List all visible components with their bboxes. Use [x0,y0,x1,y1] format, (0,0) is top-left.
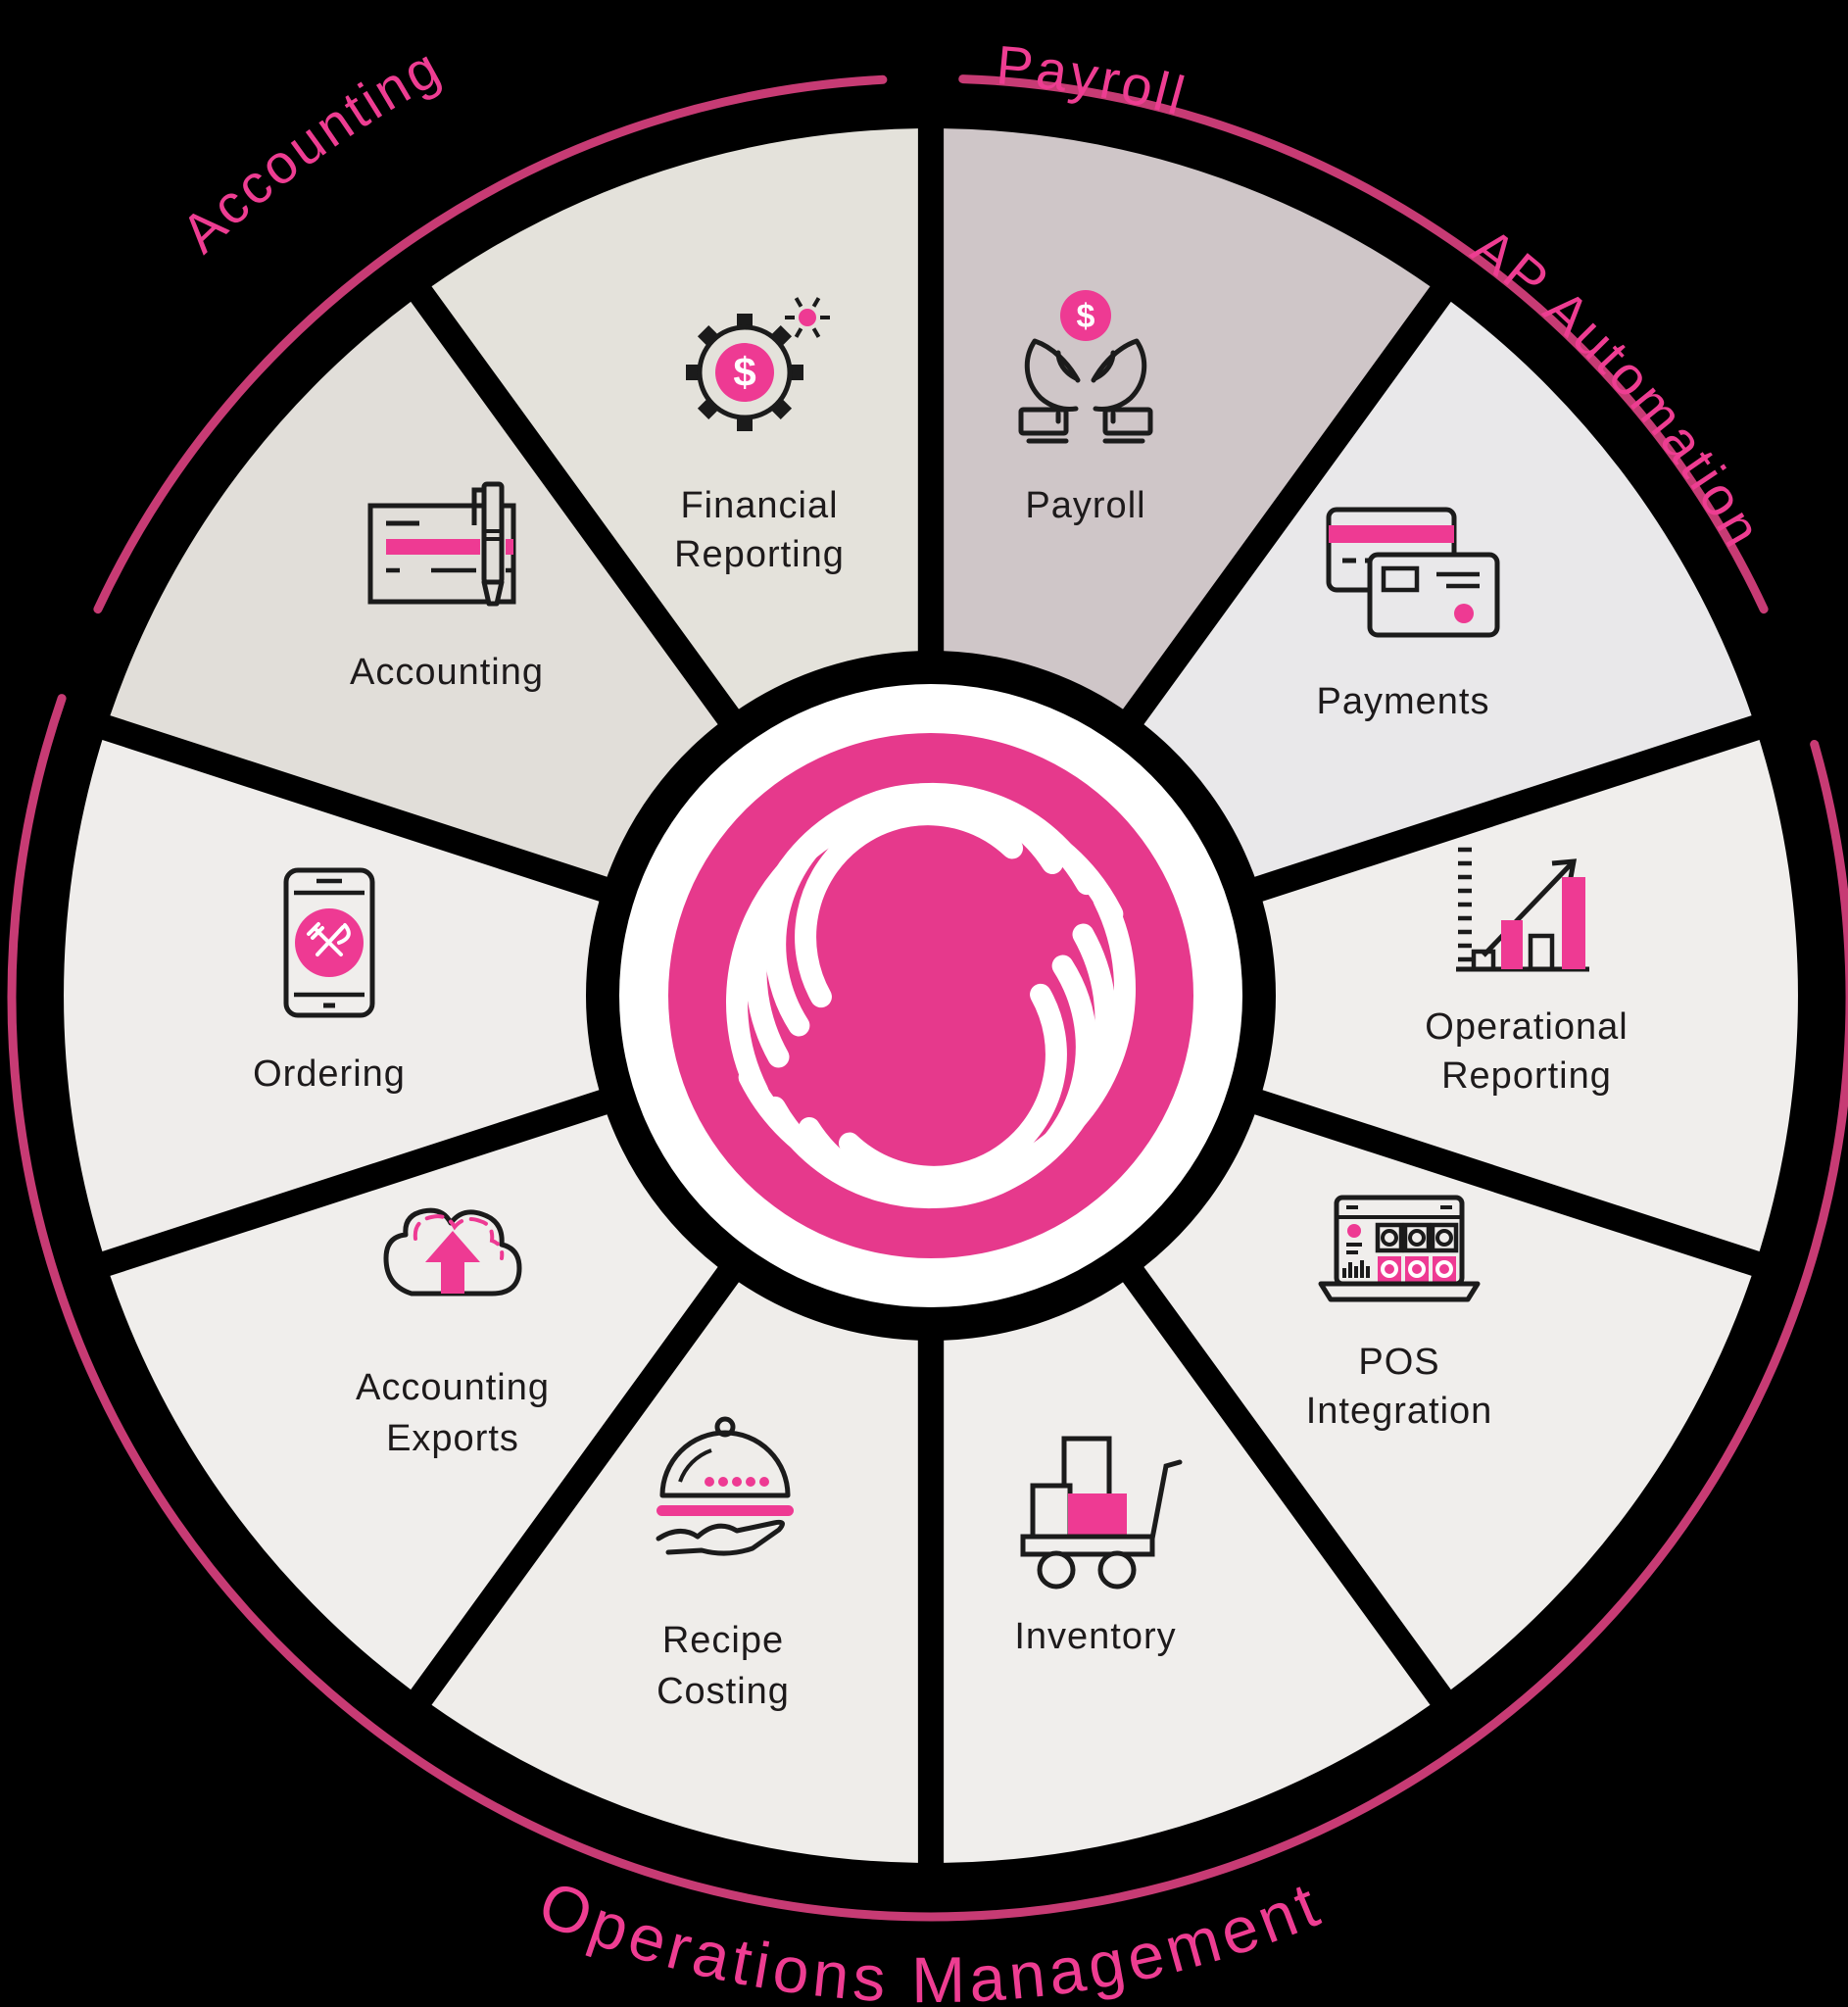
sector-accounting-exports [110,1114,718,1690]
cloud-upload-icon [383,1207,522,1297]
phone-utensils-icon [283,867,375,1018]
sector-operational-reporting [1262,740,1798,1251]
operational-reporting-label-line2: Reporting [1441,1055,1612,1097]
credit-cards-icon [1326,507,1500,638]
accounting-sector-label: Accounting [350,652,544,693]
growth-bar-chart-icon [1456,847,1589,972]
recipe-costing-label-line2: Costing [657,1671,790,1712]
gear-dollar-glyph: $ [733,349,755,395]
restaurant365-swirl-logo [726,782,1136,1209]
outer-label-operations-management: Operations Management [529,1866,1333,2007]
outer-label-payroll: Payroll [994,33,1193,127]
pos-laptop-icon [1318,1195,1481,1302]
sector-financial-reporting [431,128,918,710]
outer-arc-accounting [93,74,888,614]
hands-holding-coin-icon: $ [1018,290,1153,444]
wheel-sectors [64,128,1798,1863]
sector-pos-integration [1143,1114,1752,1690]
pos-integration-label-line2: Integration [1306,1391,1493,1432]
accounting-exports-label-line1: Accounting [356,1367,550,1408]
outer-arc-operations [7,694,1848,1922]
gear-dollar-sparkle-icon: $ [686,297,830,431]
sector-payroll [944,128,1431,710]
hand-truck-boxes-icon [1020,1436,1183,1590]
inventory-label: Inventory [1014,1616,1176,1657]
ordering-label: Ordering [253,1053,406,1095]
payments-label: Payments [1317,681,1490,722]
coin-dollar-glyph: $ [1077,298,1095,335]
operational-reporting-label-line1: Operational [1425,1006,1628,1048]
center-hub [619,684,1242,1307]
logo-swirl-bottom [738,889,1136,1209]
outer-label-accounting: Accounting [170,35,452,265]
sector-recipe-costing [431,1282,918,1863]
sector-inventory [944,1282,1431,1863]
sparkle-rays [785,297,830,338]
check-and-pen-icon [367,481,516,607]
cloche-serving-hand-icon [656,1416,794,1556]
outer-ring-arcs [7,74,1848,1922]
sector-labels: Financial Reporting Payroll Payments Ope… [253,485,1628,1712]
accounting-exports-label-line2: Exports [386,1418,519,1459]
pos-integration-label-line1: POS [1358,1342,1439,1383]
payroll-label: Payroll [1025,485,1145,526]
financial-reporting-label-line2: Reporting [674,534,845,575]
sparkle-dot [799,309,816,326]
recipe-costing-label-line1: Recipe [662,1620,784,1661]
logo-swirl-top [726,782,1124,1102]
financial-reporting-label-line1: Financial [680,485,838,526]
outer-arc-payroll-ap [958,74,1769,614]
